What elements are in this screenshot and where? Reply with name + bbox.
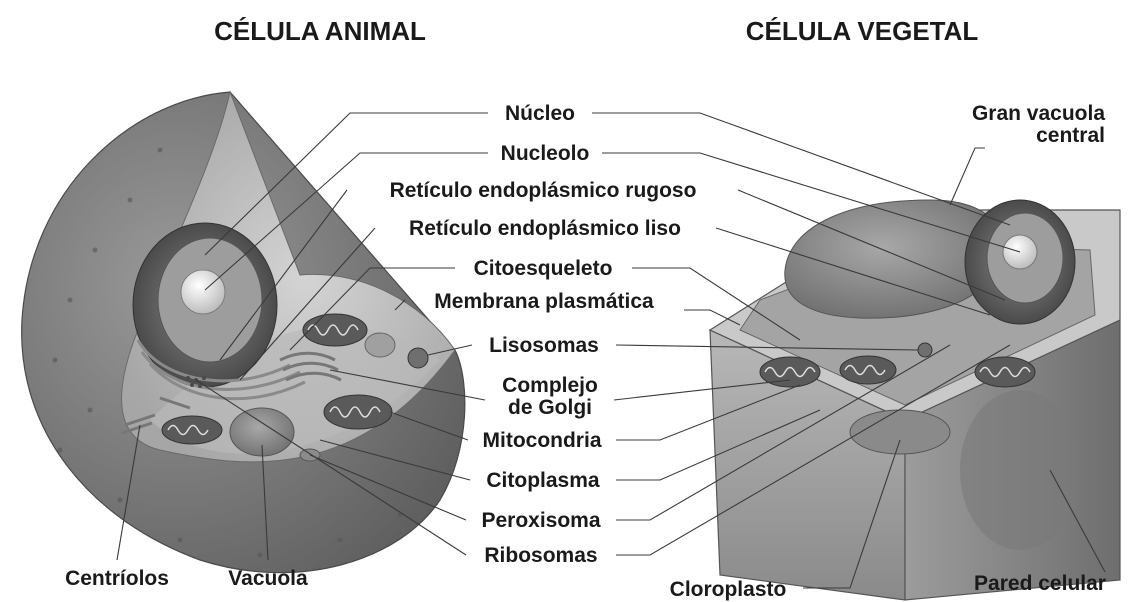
animal-surface-texture [52,147,403,558]
title-vegetal: CÉLULA VEGETAL [746,16,979,46]
label-nucleo: Núcleo [505,102,575,125]
animal-ribosomes [186,376,206,388]
label-gran-vacuola-line1: Gran vacuola [972,102,1105,125]
labels: Núcleo Nucleolo Retículo endoplásmico ru… [65,102,1106,601]
plant-chloroplast [849,409,951,455]
animal-vesicle [364,332,396,358]
animal-cytoplasm [150,326,440,454]
label-vacuola: Vacuola [228,567,308,590]
label-peroxisoma: Peroxisoma [481,509,600,532]
label-mitocondria: Mitocondria [483,429,602,452]
plant-organelles [759,355,1036,388]
plant-lysosome [917,342,933,358]
label-nucleolo: Nucleolo [501,142,590,165]
label-gran-vacuola-line2: central [1036,124,1105,147]
label-rel: Retículo endoplásmico liso [409,217,681,240]
animal-golgi [279,351,342,382]
label-golgi-line1: Complejo [502,374,598,397]
animal-nucleolus [180,269,226,315]
animal-lysosome [407,347,429,369]
plant-cell [708,199,1121,601]
label-golgi-line2: de Golgi [508,396,592,419]
animal-centrioles [121,396,191,435]
label-cloroplasto: Cloroplasto [670,578,787,601]
label-citoplasma: Citoplasma [486,469,600,492]
label-citoesqueleto: Citoesqueleto [474,257,613,280]
label-centriolos: Centríolos [65,567,169,590]
animal-vacuole [229,407,295,457]
title-animal: CÉLULA ANIMAL [214,16,426,46]
plant-wall-bulge [960,390,1080,550]
leader-lines [116,112,1106,589]
animal-cell [21,90,466,574]
label-pared: Pared celular [974,572,1106,595]
animal-mitochondria [161,313,393,445]
label-rer: Retículo endoplásmico rugoso [390,179,697,202]
label-lisosomas: Lisosomas [489,334,599,357]
label-membrana: Membrana plasmática [434,290,654,313]
label-ribosomas: Ribosomas [484,544,597,567]
